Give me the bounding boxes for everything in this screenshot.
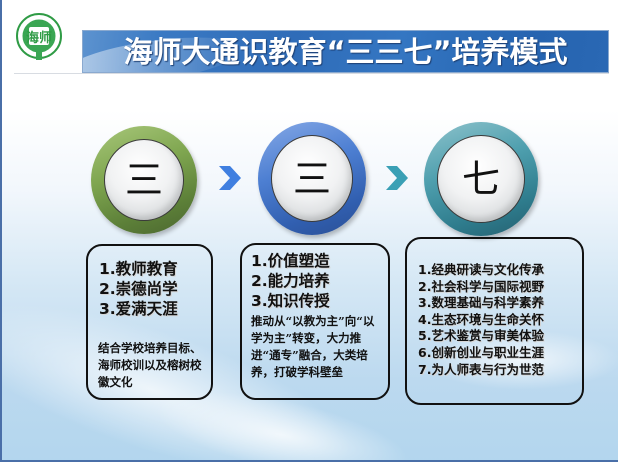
stage-1-disc: 三: [104, 139, 184, 221]
stage-1-symbol: 三: [124, 158, 163, 202]
chevron-right-icon: [219, 166, 241, 190]
stage-3-item: 5.艺术鉴赏与审美体验: [418, 328, 544, 344]
chevron-right-icon: [386, 166, 408, 190]
svg-text:海师: 海师: [26, 30, 52, 46]
stage-1-note: 结合学校培养目标、海师校训以及榕树校徽文化: [98, 341, 202, 389]
stage-3-item: 3.数理基础与科学素养: [418, 295, 544, 311]
stage-2-item: 2.能力培养: [251, 272, 330, 290]
university-seal-icon: 海师: [16, 13, 62, 60]
stage-2-item: 1.价值塑造: [251, 252, 330, 270]
stage-1-item: 1.教师教育: [99, 260, 178, 278]
stage-3-item: 4.生态环境与生命关怀: [418, 311, 544, 327]
stage-3-item: 1.经典研读与文化传承: [418, 262, 544, 277]
page-title: 海师大通识教育“三三七”培养模式: [123, 35, 568, 69]
title-banner: 海师大通识教育“三三七”培养模式: [82, 30, 609, 73]
stage-1-box: 1.教师教育 2.崇德尚学 3.爱满天涯 结合学校培养目标、海师校训以及榕树校徽…: [86, 244, 213, 400]
stage-3-item: 2.社会科学与国际视野: [418, 278, 544, 294]
stage-1-items: 1.教师教育 2.崇德尚学 3.爱满天涯: [99, 259, 178, 319]
stage-3-symbol: 七: [461, 157, 500, 201]
stage-2-box: 1.价值塑造 2.能力培养 3.知识传授 推动从“以教为主”向“以学为主”转变，…: [240, 243, 390, 400]
stage-2-symbol: 三: [292, 156, 331, 201]
stage-3-items: 1.经典研读与文化传承 2.社会科学与国际视野 3.数理基础与科学素养 4.生态…: [418, 262, 544, 378]
stage-3-disc: 七: [437, 135, 525, 223]
stage-2-note: 推动从“以教为主”向“以学为主”转变，大力推进“通专”融合，大类培养，打破学科壁…: [251, 314, 375, 379]
stage-1-item: 3.爱满天涯: [99, 300, 178, 318]
stage-1-item: 2.崇德尚学: [99, 280, 178, 298]
stage-2-item: 3.知识传授: [251, 292, 330, 310]
background-cloud: [422, 330, 618, 390]
stage-2-ring: 三: [258, 122, 366, 235]
stage-3-item: 6.创新创业与职业生涯: [418, 344, 544, 360]
stage-2-disc: 三: [271, 135, 353, 222]
stage-3-item: 7.为人师表与行为世范: [418, 361, 544, 377]
stage-1-ring: 三: [91, 126, 197, 234]
stage-3-box: 1.经典研读与文化传承 2.社会科学与国际视野 3.数理基础与科学素养 4.生态…: [405, 237, 584, 405]
stage-3-ring: 七: [424, 122, 538, 236]
stage-2-items: 1.价值塑造 2.能力培养 3.知识传授: [251, 251, 330, 311]
header-divider: [14, 73, 609, 74]
